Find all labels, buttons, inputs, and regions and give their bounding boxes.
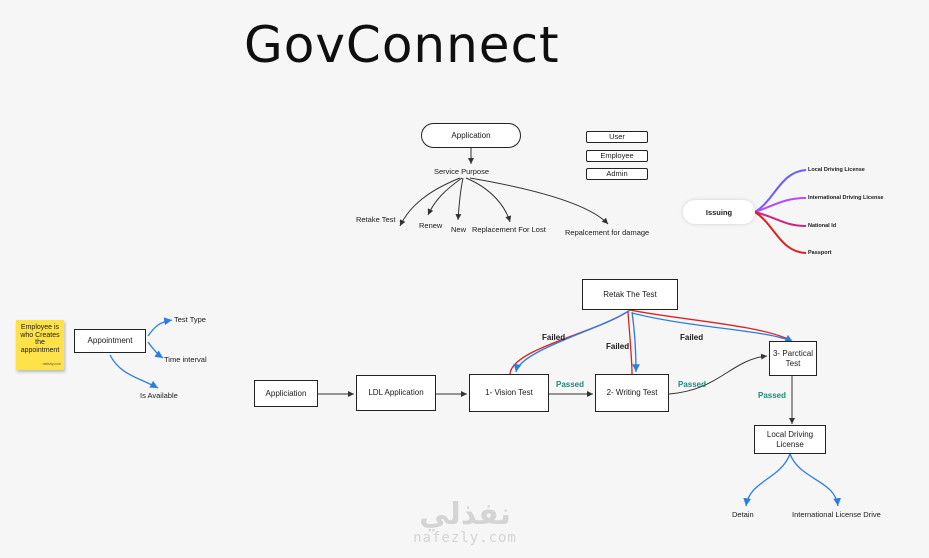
issuing-national-id: National Id <box>808 223 837 229</box>
watermark-arabic: نفذلي <box>419 497 511 532</box>
issuing-node[interactable]: Issuing <box>683 200 755 224</box>
flow-application-label: Appliciation <box>265 388 307 398</box>
sticky-note[interactable]: Employee is who Creates the appointment … <box>16 320 64 370</box>
purpose-retake-test: Retake Test <box>356 215 396 224</box>
outcome-international-license: International License Drive <box>792 510 881 519</box>
appointment-is-available: Is Available <box>140 391 178 400</box>
appointment-node[interactable]: Appointment <box>74 329 146 353</box>
service-purpose-label: Service Purpose <box>434 167 490 176</box>
retake-test-node[interactable]: Retak The Test <box>582 279 678 310</box>
retake-test-label: Retak The Test <box>603 289 657 299</box>
writing-test-label: 2- Writing Test <box>606 388 658 398</box>
ldl-application-node[interactable]: LDL Application <box>356 375 436 411</box>
issuing-international-license: International Driving License <box>808 195 884 201</box>
issuing-local-license: Local Driving License <box>808 167 865 173</box>
vision-test-label: 1- Vision Test <box>485 388 533 398</box>
purpose-replacement-damage: Repalcement for damage <box>565 228 650 237</box>
edge-failed-vision: Failed <box>542 333 566 342</box>
role-user-label: User <box>609 131 625 141</box>
purpose-new: New <box>451 225 467 234</box>
issuing-label: Issuing <box>705 207 733 217</box>
edge-passed-practical: Passed <box>758 391 787 400</box>
role-employee[interactable]: Employee <box>586 150 648 162</box>
role-user[interactable]: User <box>586 131 648 143</box>
purpose-renew: Renew <box>419 221 443 230</box>
application-node[interactable]: Application <box>421 123 521 148</box>
role-admin-label: Admin <box>606 168 628 178</box>
vision-test-node[interactable]: 1- Vision Test <box>469 374 549 412</box>
role-employee-label: Employee <box>600 150 634 160</box>
watermark: نفذلي nafezly.com <box>405 497 525 547</box>
appointment-time-interval: Time interval <box>164 355 207 364</box>
practical-test-node[interactable]: 3- Parctical Test <box>769 341 817 376</box>
edge-passed-writing: Passed <box>678 380 707 389</box>
issuing-passport: Passport <box>808 250 832 256</box>
page-title: GovConnect <box>244 16 560 74</box>
sticky-note-text: Employee is who Creates the appointment <box>20 324 60 355</box>
sticky-note-author: nafezly.com <box>42 362 61 367</box>
edge-failed-writing: Failed <box>606 342 630 351</box>
ldl-application-label: LDL Application <box>368 388 424 398</box>
edge-failed-practical: Failed <box>680 333 704 342</box>
appointment-test-type: Test Type <box>174 315 206 324</box>
practical-test-label: 3- Parctical Test <box>772 349 813 368</box>
outcome-detain: Detain <box>732 510 754 519</box>
flow-application-node[interactable]: Appliciation <box>254 380 318 407</box>
appointment-label: Appointment <box>87 336 133 346</box>
purpose-replacement-lost: Replacement For Lost <box>472 225 546 234</box>
application-label: Application <box>451 130 491 140</box>
writing-test-node[interactable]: 2- Writing Test <box>595 374 669 412</box>
edge-passed-vision: Passed <box>556 380 585 389</box>
role-admin[interactable]: Admin <box>586 168 648 180</box>
local-license-node[interactable]: Local Driving License <box>754 425 826 454</box>
local-license-label: Local Driving License <box>766 430 814 449</box>
watermark-latin: nafezly.com <box>413 530 517 546</box>
